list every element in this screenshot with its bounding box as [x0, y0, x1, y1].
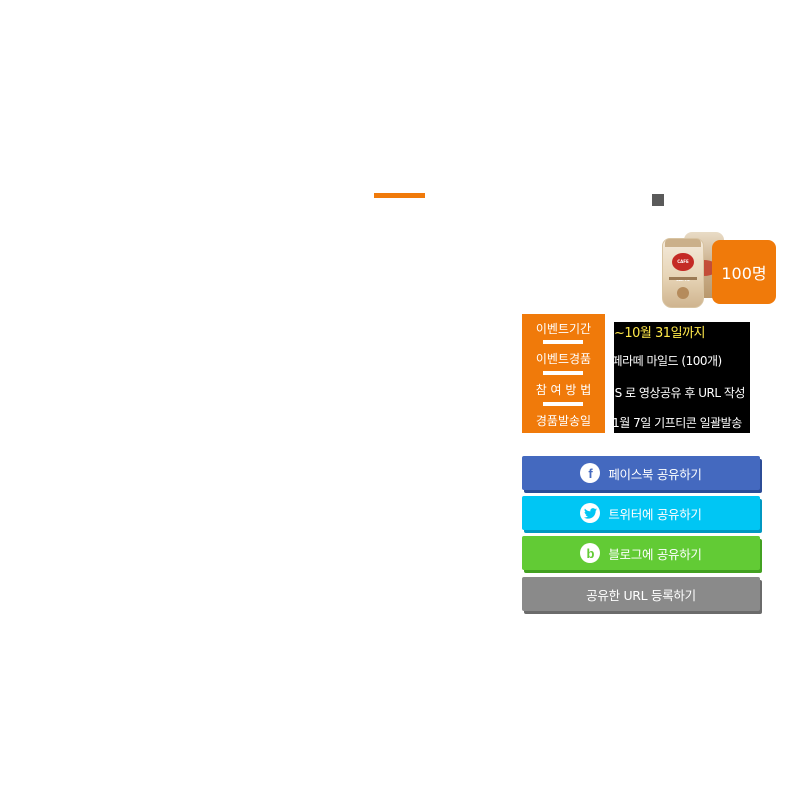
label-event-prize: 이벤트경품 — [535, 352, 592, 366]
value-event-period: ~10월 31일까지 — [614, 326, 705, 341]
twitter-share-button[interactable]: 트위터에 공유하기 — [522, 496, 760, 530]
cup-front: CAFE LATTE — [662, 238, 704, 308]
register-url-label: 공유한 URL 등록하기 — [586, 587, 696, 603]
value-event-prize: 카페라떼 마일드 (100개) — [614, 354, 722, 368]
facebook-share-label: 페이스북 공유하기 — [608, 466, 702, 482]
cup-lid — [665, 239, 701, 247]
gray-square-marker — [652, 194, 664, 206]
label-separator — [543, 340, 583, 344]
label-separator — [543, 402, 583, 406]
prize-count-badge: 100명 — [712, 240, 776, 304]
accent-bar — [374, 193, 425, 198]
cup-stripe — [669, 277, 697, 280]
twitter-share-label: 트위터에 공유하기 — [608, 506, 702, 522]
value-how-to-join: SNS 로 영상공유 후 URL 작성 — [614, 386, 745, 400]
event-info-labels: 이벤트기간 이벤트경품 참 여 방 법 경품발송일 — [522, 314, 605, 433]
label-separator — [543, 371, 583, 375]
register-url-button[interactable]: 공유한 URL 등록하기 — [522, 577, 760, 611]
value-prize-delivery: 11월 7일 기프티콘 일괄발송 — [614, 416, 742, 430]
cup-dot — [677, 287, 689, 299]
label-event-period: 이벤트기간 — [535, 322, 592, 336]
twitter-icon — [580, 503, 601, 523]
event-info: 이벤트기간 이벤트경품 참 여 방 법 경품발송일 ~10월 31일까지 카페라… — [522, 314, 750, 433]
blog-icon: b — [580, 543, 601, 563]
facebook-share-button[interactable]: f 페이스북 공유하기 — [522, 456, 760, 490]
blog-share-button[interactable]: b 블로그에 공유하기 — [522, 536, 760, 570]
event-info-values: ~10월 31일까지 카페라떼 마일드 (100개) SNS 로 영상공유 후 … — [614, 322, 750, 433]
cup-logo: CAFE LATTE — [672, 253, 694, 282]
facebook-icon: f — [580, 463, 601, 483]
label-how-to-join: 참 여 방 법 — [535, 383, 592, 397]
blog-share-label: 블로그에 공유하기 — [608, 546, 702, 562]
label-prize-delivery: 경품발송일 — [535, 414, 592, 428]
